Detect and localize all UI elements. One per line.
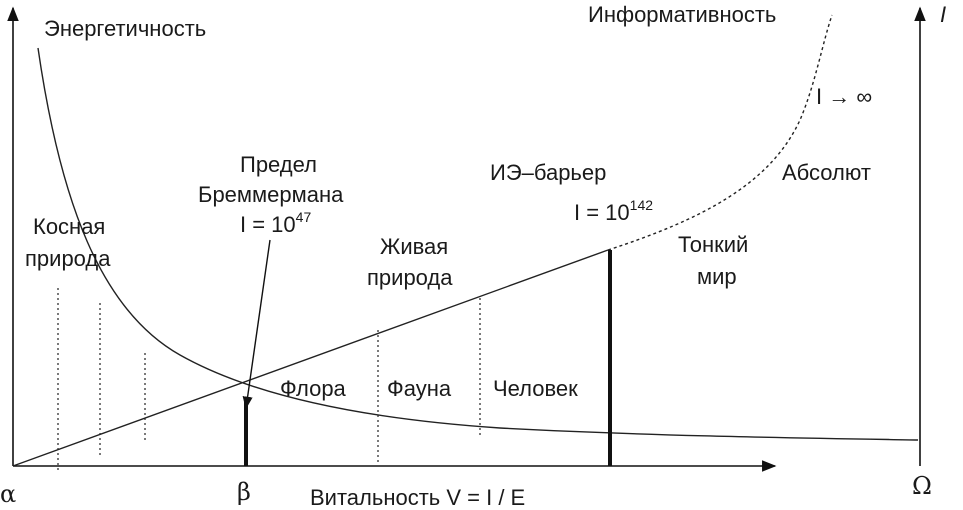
energy-label: Энергетичность (44, 16, 206, 41)
bremermann-label-1: Предел (240, 152, 317, 177)
informativity-dotted-curve (607, 14, 833, 251)
inert-nature-label-2: природа (25, 246, 111, 271)
informativity-line (12, 249, 609, 467)
i-infinity-label: I → ∞ (816, 84, 872, 109)
alpha-label: α (0, 480, 16, 508)
bremermann-arrow (242, 239, 271, 410)
ie-barrier-label-1: ИЭ–барьер (490, 160, 606, 185)
human-label: Человек (493, 376, 578, 401)
vitality-axis-label: Витальность V = I / E (310, 485, 525, 510)
informativity-label: Информативность (588, 2, 776, 27)
beta-label: β (237, 478, 251, 506)
flora-label: Флора (280, 376, 347, 401)
omega-label: Ω (912, 472, 932, 500)
subtle-world-label-1: Тонкий (678, 232, 748, 257)
living-nature-label-1: Живая (380, 234, 448, 259)
inert-nature-label-1: Косная (33, 214, 105, 239)
absolute-label: Абсолют (782, 160, 871, 185)
energy-curve (37, 47, 919, 441)
fauna-label: Фауна (387, 376, 452, 401)
bremermann-label-3: I = 1047 (240, 209, 311, 237)
subtle-world-label-2: мир (697, 264, 737, 289)
bremermann-label-2: Бреммермана (198, 182, 344, 207)
living-nature-label-2: природа (367, 265, 453, 290)
ie-barrier-label-2: I = 10142 (574, 197, 653, 225)
i-axis-label: I (940, 2, 946, 27)
